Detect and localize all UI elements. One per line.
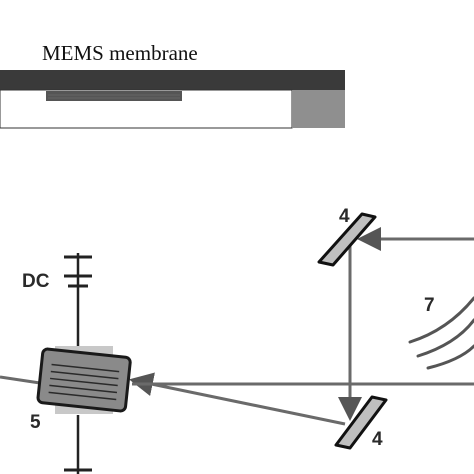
mems-label: MEMS membrane [42, 41, 198, 65]
beam-paths [0, 227, 474, 426]
crystal-cell: 5 [30, 346, 132, 433]
beam-diagonal [129, 372, 346, 426]
crystal-layers [48, 363, 120, 401]
crystal-body [36, 347, 132, 413]
dc-label: DC [22, 271, 50, 292]
mirror-bottom: 4 [334, 395, 388, 450]
detector-waves [408, 296, 474, 370]
mems-inset: MEMS membrane [0, 41, 345, 129]
mems-pillar [292, 90, 345, 128]
mems-membrane-texture [48, 94, 180, 99]
beam-exit [0, 375, 41, 385]
crystal-label: 5 [30, 412, 41, 433]
mirror-top-label: 4 [339, 206, 350, 227]
mirror-bottom-body [334, 395, 388, 450]
mirror-top-body [317, 212, 377, 267]
mirror-top: 4 [317, 206, 377, 267]
mems-membrane-strip [46, 91, 182, 101]
wave-arc-2 [416, 318, 474, 358]
dc-source: DC [22, 253, 92, 474]
wave-arc-1 [408, 296, 474, 344]
wave-arc-3 [426, 344, 474, 370]
detector-label: 7 [424, 295, 435, 316]
mirror-bottom-label: 4 [372, 429, 383, 450]
mems-frame-top [0, 70, 345, 90]
